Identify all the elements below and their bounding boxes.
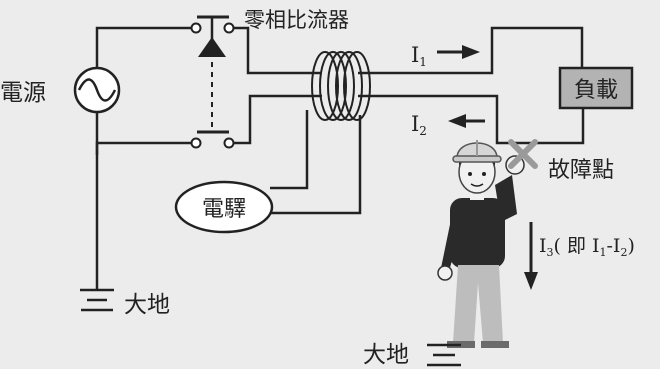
zct-label: 零相比流器 — [244, 8, 349, 32]
fault-point-label: 故障點 — [548, 158, 614, 183]
wire-top-to-zct — [230, 26, 322, 75]
current-i3-label: I3( 即 I1-I2) — [539, 235, 635, 259]
relay-label: 電驛 — [202, 197, 246, 222]
sine-wave-icon — [77, 78, 117, 102]
shoe-right — [481, 341, 509, 348]
legs — [453, 265, 503, 343]
power-source-symbol — [73, 66, 121, 114]
wire-bottom-left — [95, 141, 195, 155]
relay-oval — [174, 180, 274, 234]
neck — [470, 190, 484, 200]
relay-wire-1 — [270, 110, 309, 190]
relay-wire-2 — [270, 115, 362, 215]
worker-figure — [437, 140, 525, 348]
ground-label-left: 大地 — [124, 292, 170, 318]
trip-arrow — [198, 37, 226, 57]
ground-symbol-left — [80, 288, 114, 312]
contact-top-left — [190, 22, 202, 34]
current-i2-label: I2 — [411, 112, 427, 138]
ground-symbol-person — [427, 343, 461, 367]
load-label: 負載 — [574, 78, 618, 103]
current-arrows — [437, 45, 538, 290]
contact-top-right — [223, 22, 235, 34]
load-box — [558, 66, 634, 110]
torso — [450, 198, 505, 268]
lowered-hand — [437, 265, 453, 281]
current-i1-label: I1 — [411, 43, 427, 69]
contact-bottom-left — [190, 137, 202, 149]
wire-bottom-to-load — [358, 94, 585, 145]
wire-top-to-load — [358, 26, 584, 75]
breaker-switch — [190, 15, 235, 149]
fault-x-icon — [508, 139, 538, 169]
power-source-label: 電源 — [0, 80, 46, 106]
contact-bottom-right — [223, 137, 235, 149]
ground-label-person: 大地 — [363, 342, 409, 368]
zct-coil — [311, 51, 371, 121]
wire-bottom-to-zct — [230, 94, 322, 145]
